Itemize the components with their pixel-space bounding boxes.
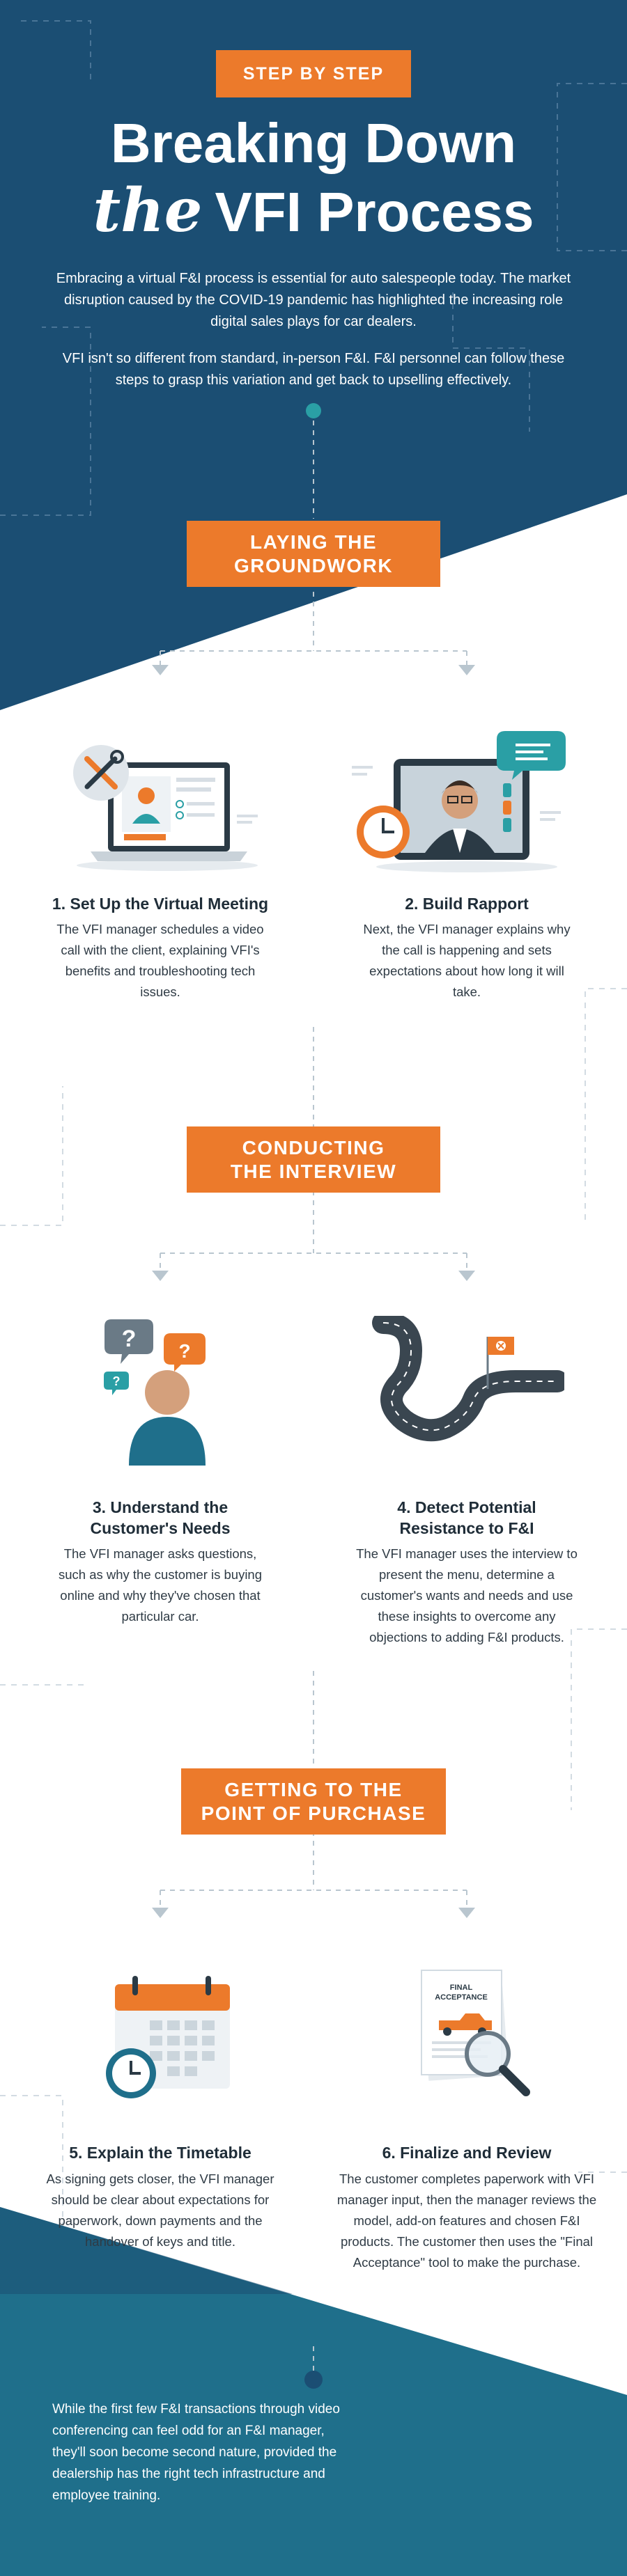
- winding-road-icon: [372, 1316, 564, 1442]
- title-script-word: the: [93, 175, 203, 246]
- acceptance-label: ACCEPTANCE: [435, 1993, 488, 2002]
- question-mark-1: ?: [122, 1326, 137, 1352]
- header-dashed-lines: [0, 20, 627, 516]
- section-3-line1: GETTING TO THE: [224, 1778, 403, 1800]
- section-1-line1: LAYING THE: [250, 531, 377, 553]
- flow-connectors: [160, 411, 467, 2374]
- step-4-text: The VFI manager uses the interview to pr…: [356, 1546, 578, 1644]
- video-call-icon: [352, 731, 566, 872]
- intro-paragraph-1: Embracing a virtual F&I process is essen…: [56, 271, 571, 329]
- step-2-title: 2. Build Rapport: [405, 895, 529, 913]
- step-4-title-line1: 4. Detect Potential: [397, 1498, 536, 1516]
- flow-dot-top: [306, 403, 321, 418]
- closing-paragraph: While the first few F&I transactions thr…: [52, 2402, 340, 2503]
- footer-background: [0, 2207, 627, 2576]
- step-2-text: Next, the VFI manager explains why the c…: [363, 922, 571, 999]
- calendar-clock-icon: [106, 1976, 230, 2098]
- step-4-title-line2: Resistance to F&I: [399, 1519, 534, 1537]
- title-vfi-process: VFI Process: [215, 181, 534, 243]
- laptop-icon: [73, 745, 258, 871]
- step-1-title: 1. Set Up the Virtual Meeting: [52, 895, 269, 913]
- footer-dark-band: [0, 2207, 293, 2294]
- question-mark-2: ?: [178, 1340, 190, 1362]
- section-1-line2: GROUNDWORK: [233, 554, 394, 576]
- step-1-text: The VFI manager schedules a video call w…: [56, 922, 264, 999]
- customer-questions-icon: ? ? ?: [104, 1319, 206, 1466]
- header-background: [0, 0, 627, 710]
- flow-dot-bottom: [304, 2371, 323, 2389]
- section-2-line1: CONDUCTING: [242, 1136, 385, 1159]
- intro-paragraph-2: VFI isn't so different from standard, in…: [62, 351, 565, 388]
- step-6-text: The customer completes paperwork with VF…: [336, 2171, 597, 2270]
- flow-arrowheads: [152, 665, 475, 1918]
- step-3-title-line2: Customer's Needs: [90, 1519, 231, 1537]
- section-3-line2: POINT OF PURCHASE: [201, 1802, 426, 1824]
- body-dashed-lines: [0, 988, 627, 2228]
- step-5-text: As signing gets closer, the VFI manager …: [46, 2171, 274, 2249]
- question-mark-3: ?: [113, 1374, 121, 1388]
- final-label: FINAL: [450, 1984, 473, 1992]
- step-5-title: 5. Explain the Timetable: [69, 2144, 251, 2162]
- step-by-step-tag: STEP BY STEP: [216, 50, 411, 97]
- step-6-title: 6. Finalize and Review: [382, 2144, 552, 2162]
- final-acceptance-document-icon: FINAL ACCEPTANCE: [421, 1970, 530, 2096]
- step-3-text: The VFI manager asks questions, such as …: [58, 1546, 263, 1624]
- page-title-line1: Breaking Down: [110, 112, 517, 174]
- section-2-line2: THE INTERVIEW: [230, 1160, 397, 1182]
- step-3-title-line1: 3. Understand the: [92, 1498, 229, 1516]
